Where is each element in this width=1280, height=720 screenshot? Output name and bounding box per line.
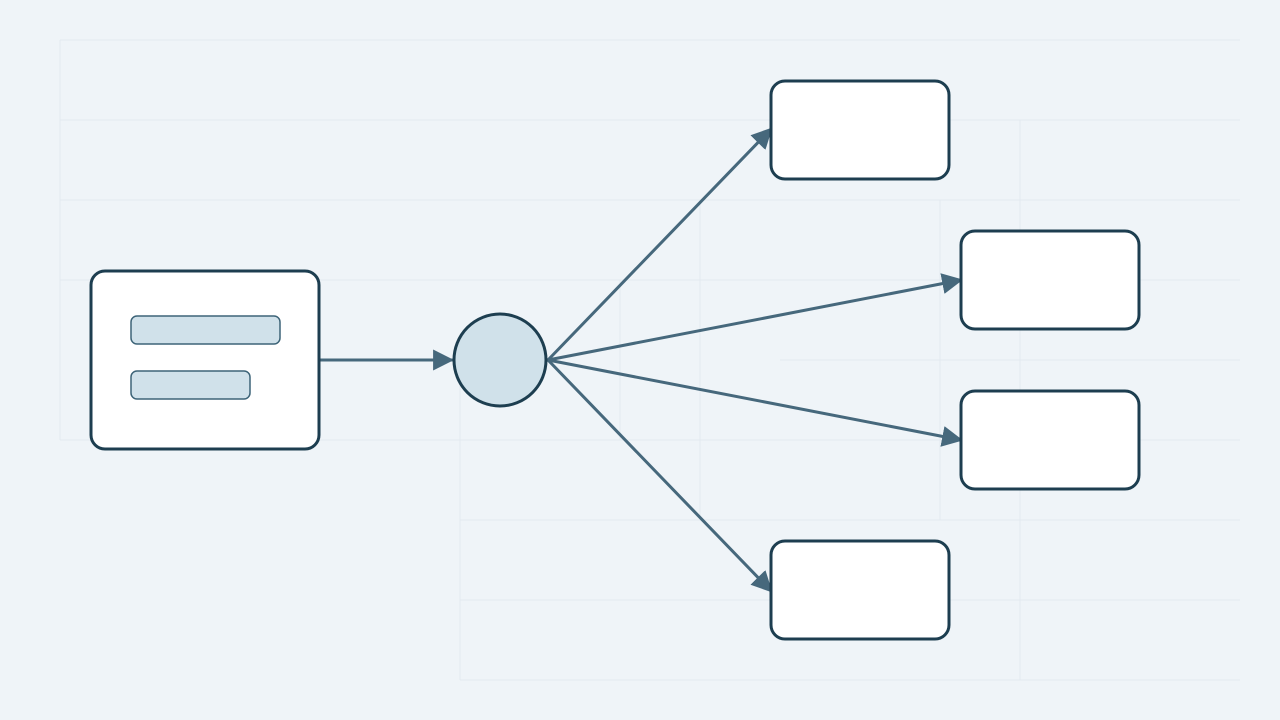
source-content-line-2: [130, 370, 251, 400]
source-card: [89, 269, 321, 451]
target-node-4[interactable]: [769, 539, 951, 641]
edges: [317, 127, 964, 593]
source-node[interactable]: [89, 269, 321, 451]
source-content-line-1: [130, 315, 281, 345]
edge-hub-to-target-1: [546, 127, 773, 362]
target-node-2[interactable]: [959, 229, 1141, 331]
target-node-3[interactable]: [959, 389, 1141, 491]
hub-node[interactable]: [452, 312, 548, 408]
target-box-3: [959, 389, 1141, 491]
hub-circle: [452, 312, 548, 408]
target-box-4: [769, 539, 951, 641]
target-box-2: [959, 229, 1141, 331]
edge-hub-to-target-4: [546, 358, 773, 593]
edge-hub-to-target-2: [546, 273, 964, 362]
edge-hub-to-target-3: [546, 358, 964, 447]
target-box-1: [769, 79, 951, 181]
target-node-1[interactable]: [769, 79, 951, 181]
